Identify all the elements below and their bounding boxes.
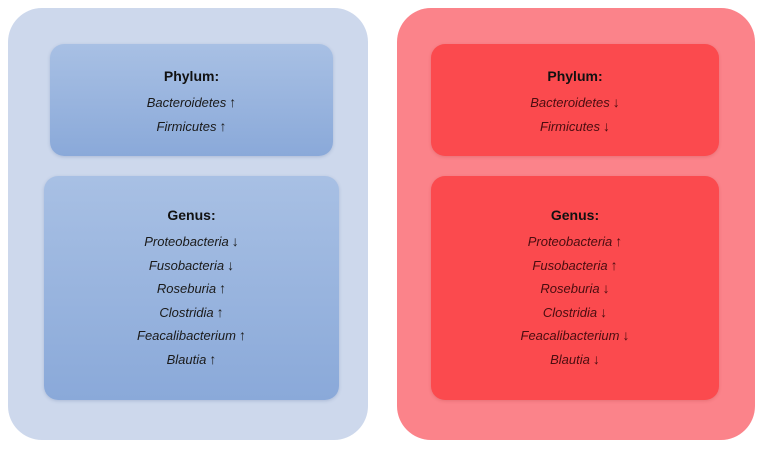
right-genus-box: Genus: Proteobacteria↑Fusobacteria↑Roseb… [431,176,719,400]
taxon-item: Clostridia↓ [521,301,630,325]
taxon-name: Fusobacteria [532,257,608,273]
taxon-name: Proteobacteria [144,234,229,249]
left-phylum-heading: Phylum: [163,68,220,84]
arrow-down-icon: ↓ [592,350,600,367]
right-phylum-heading: Phylum: [547,68,603,84]
taxon-name: Fusobacteria [148,257,225,273]
taxon-name: Bacteroidetes [146,95,227,110]
right-phylum-box: Phylum: Bacteroidetes↓Firmicutes↓ [431,44,719,156]
arrow-up-icon: ↑ [219,280,227,296]
taxon-name: Blautia [550,351,590,367]
taxon-name: Proteobacteria [527,234,613,249]
taxon-item: Fusobacteria↑ [521,254,630,278]
taxon-name: Firmicutes [156,118,217,134]
taxon-item: Roseburia↑ [137,277,246,301]
left-panel: Phylum: Bacteroidetes↑Firmicutes↑ Genus:… [8,8,368,440]
taxon-name: Roseburia [540,281,600,296]
taxon-item: Feacalibacterium↑ [137,324,246,348]
taxon-item: Clostridia↑ [137,301,246,325]
taxon-item: Fusobacteria↓ [137,254,246,278]
taxon-item: Proteobacteria↓ [137,230,246,254]
arrow-up-icon: ↑ [615,233,623,249]
taxon-item: Blautia↑ [137,348,246,372]
arrow-up-icon: ↑ [229,94,237,110]
arrow-up-icon: ↑ [209,350,217,367]
taxon-name: Clostridia [542,304,598,320]
taxon-item: Firmicutes↓ [530,115,620,139]
arrow-down-icon: ↓ [612,94,620,110]
left-phylum-list: Bacteroidetes↑Firmicutes↑ [147,91,237,138]
taxon-item: Blautia↓ [521,348,630,372]
taxon-name: Feacalibacterium [137,328,236,343]
right-phylum-list: Bacteroidetes↓Firmicutes↓ [530,91,620,138]
taxon-name: Firmicutes [540,118,600,134]
taxon-item: Proteobacteria↑ [521,230,630,254]
arrow-down-icon: ↓ [227,256,235,273]
right-panel: Phylum: Bacteroidetes↓Firmicutes↓ Genus:… [397,8,755,440]
arrow-up-icon: ↑ [216,303,224,320]
arrow-up-icon: ↑ [219,117,227,134]
taxon-name: Roseburia [156,281,217,296]
taxon-name: Clostridia [159,304,214,320]
taxon-item: Feacalibacterium↓ [521,324,630,348]
left-phylum-box: Phylum: Bacteroidetes↑Firmicutes↑ [50,44,333,156]
taxon-item: Bacteroidetes↓ [530,91,620,115]
arrow-down-icon: ↓ [602,280,610,296]
arrow-down-icon: ↓ [231,233,239,249]
taxon-name: Feacalibacterium [520,328,620,343]
left-genus-box: Genus: Proteobacteria↓Fusobacteria↓Roseb… [44,176,339,400]
arrow-up-icon: ↑ [239,327,246,343]
right-genus-heading: Genus: [550,207,600,223]
arrow-down-icon: ↓ [622,327,630,343]
taxon-item: Firmicutes↑ [147,115,237,139]
taxon-item: Bacteroidetes↑ [147,91,237,115]
right-genus-list: Proteobacteria↑Fusobacteria↑Roseburia↓Cl… [521,230,630,371]
arrow-down-icon: ↓ [602,117,610,134]
left-genus-heading: Genus: [167,207,216,223]
left-genus-list: Proteobacteria↓Fusobacteria↓Roseburia↑Cl… [137,230,246,371]
arrow-down-icon: ↓ [600,303,608,320]
taxon-item: Roseburia↓ [521,277,630,301]
taxon-name: Bacteroidetes [530,95,610,110]
taxon-name: Blautia [166,351,207,367]
arrow-up-icon: ↑ [610,256,618,273]
